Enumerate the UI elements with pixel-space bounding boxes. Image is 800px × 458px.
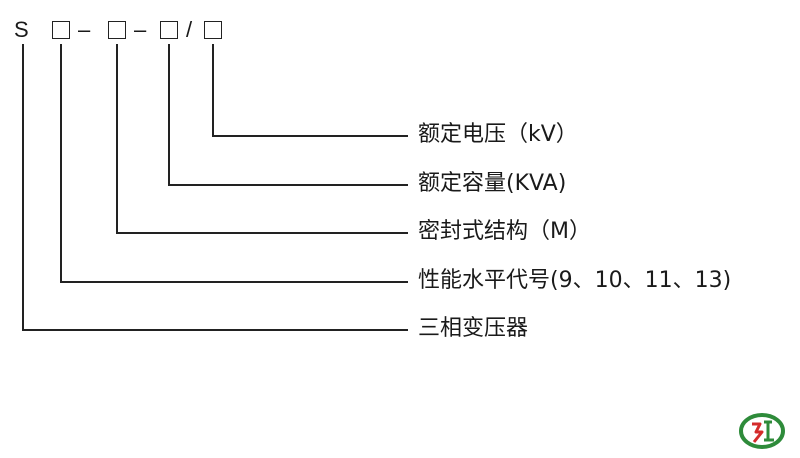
connector-rated-voltage-horizontal	[212, 135, 408, 137]
code-box-sealed-structure	[108, 21, 126, 39]
label-rated-capacity: 额定容量(KVA)	[418, 171, 567, 196]
code-box-performance-level	[52, 21, 70, 39]
connector-performance-level-vertical	[60, 44, 62, 282]
label-three-phase: 三相变压器	[418, 316, 529, 341]
label-rated-voltage: 额定电压（kV）	[418, 122, 578, 147]
connector-rated-capacity-horizontal	[168, 184, 408, 186]
code-prefix-s: S	[14, 17, 29, 42]
connector-three-phase-vertical	[22, 44, 24, 330]
connector-performance-level-horizontal	[60, 281, 408, 283]
connector-sealed-structure-vertical	[116, 44, 118, 233]
connector-rated-capacity-vertical	[168, 44, 170, 185]
code-separator-1: –	[78, 17, 91, 42]
code-box-rated-capacity	[160, 21, 178, 39]
label-performance-level: 性能水平代号(9、10、11、13)	[418, 268, 732, 293]
label-sealed-structure: 密封式结构（M）	[418, 219, 591, 244]
code-separator-2: –	[134, 17, 147, 42]
connector-rated-voltage-vertical	[212, 44, 214, 136]
connector-three-phase-horizontal	[22, 329, 408, 331]
code-separator-3: /	[186, 17, 193, 42]
code-box-rated-voltage	[204, 21, 222, 39]
company-logo-icon	[739, 413, 785, 449]
connector-sealed-structure-horizontal	[116, 232, 408, 234]
